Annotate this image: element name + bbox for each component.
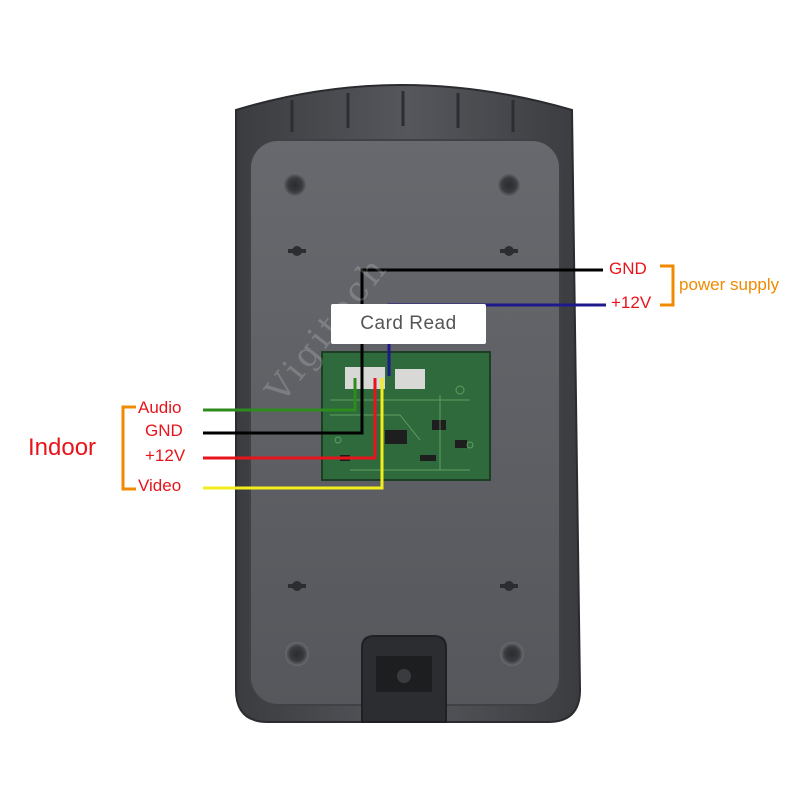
- power-gnd-label: GND: [609, 259, 647, 278]
- power-supply-bracket: [660, 264, 675, 307]
- indoor-group-label: Indoor: [28, 434, 97, 461]
- mounting-keyholes: [288, 246, 518, 591]
- screw-holes: [283, 173, 524, 666]
- indoor-video-label: Video: [138, 476, 182, 495]
- power-supply-group-label: power supply: [679, 275, 780, 294]
- indoor-gnd-wire: [203, 376, 364, 435]
- indoor-audio-wire: [203, 378, 357, 412]
- indoor-gnd-label: GND: [145, 421, 183, 440]
- indoor-bracket: [121, 405, 136, 491]
- bottom-latch: [361, 635, 447, 723]
- brackets: [121, 264, 675, 491]
- indoor-12v-label: +12V: [145, 446, 186, 465]
- power-12v-label: +12V: [611, 293, 652, 312]
- circuit-board: [321, 351, 491, 481]
- indoor-12v-wire: [203, 378, 377, 460]
- indoor-video-wire: [203, 378, 384, 490]
- indoor-audio-label: Audio: [138, 398, 182, 417]
- card-read-label: Card Read: [331, 304, 486, 344]
